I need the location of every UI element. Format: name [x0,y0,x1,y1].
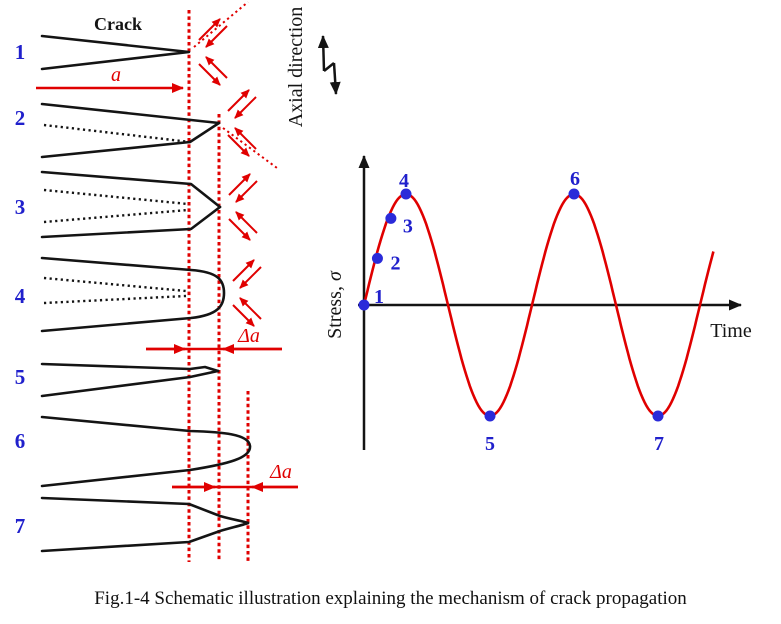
prior-face-dotted-3b [43,208,189,224]
prior-face-dotted-4b [43,294,187,305]
chart-point-dot-5 [484,410,496,422]
chart-point-label-2: 2 [390,252,400,274]
crack-stage-7 [40,496,250,553]
sigma-symbol: σ [324,270,346,281]
tip-2-shear-arrow-in-lower [234,127,257,150]
crack-increment-label-2: Δa [269,461,292,483]
chart-point-dot-3 [385,212,397,224]
x-axis-label: Time [710,320,752,342]
crack-stages-diagram: 1 2 3 4 5 6 7 Crack a [15,1,341,562]
prior-face-dotted-4a [43,276,187,293]
crack-increment-dimension-1: Δa [146,325,282,354]
crack-outline-6 [40,415,252,488]
crack-face-top-2 [40,102,221,125]
tip-4-shear-arrow-out-lower [232,304,255,327]
tip-2-slip-plane-dotted [222,127,278,169]
y-axis-label: Stress, σ [324,270,346,339]
crack-increment-dimension-2: Δa [172,461,298,492]
chart-point-dot-6 [568,188,580,200]
crack-faces-1 [40,34,191,71]
crack-length-label: a [111,64,121,86]
crack-face-bottom-3 [40,205,222,239]
crack-title: Crack [94,14,142,34]
crack-stage-6 [40,415,252,488]
chart-point-dot-2 [371,252,383,264]
tip-2-shear-arrow-out-upper [227,89,250,112]
stage-label-1: 1 [15,40,26,64]
chart-point-label-5: 5 [485,433,495,455]
tip-4-shear-arrow-out-upper [232,259,255,282]
chart-point-label-4: 4 [399,170,409,192]
tip-3-shear-arrow-out-lower [228,218,251,241]
crack-stage-2 [40,102,221,159]
tip-3-shear-arrow-in-upper [235,180,258,203]
chart-point-dot-1 [358,299,370,311]
axial-direction-label: Axial direction [285,7,307,128]
crack-face-top-3 [40,170,222,209]
stage-label-2: 2 [15,106,26,130]
crack-face-bottom-2 [40,121,221,159]
axial-direction-annotation: Axial direction [285,7,341,128]
prior-face-dotted-2 [43,123,191,144]
stage-label-5: 5 [15,365,26,389]
chart-point-label-6: 6 [570,168,580,190]
crack-face-top-5 [40,362,220,373]
prior-face-dotted-3a [43,188,189,206]
crack-face-bottom-7 [40,521,250,553]
crack-stage-5 [40,362,220,398]
tip-1-shear-arrow-in-upper [205,25,228,48]
chart-point-dot-4 [400,188,412,200]
tip-4-shear-arrow-in-upper [239,266,262,289]
tip-2-shear-arrow-in-upper [234,96,257,119]
figure-caption: Fig.1-4 Schematic illustration explainin… [94,588,687,609]
y-axis-label-text: Stress, [324,281,346,339]
chart-point-label-3: 3 [403,215,413,237]
stage-label-4: 4 [15,284,26,308]
tip-3-shear-arrow-in-lower [235,211,258,234]
stage-label-3: 3 [15,195,26,219]
crack-face-top-7 [40,496,250,525]
tip-3-shear-arrow-out-upper [228,173,251,196]
chart-point-label-1: 1 [374,286,384,308]
tip-2-shear-arrow-out-lower [227,134,250,157]
crack-stage-1 [40,34,191,71]
tip-1-shear-arrow-out-upper [198,18,221,41]
slip-shear-arrows [193,1,278,327]
chart-point-dot-7 [652,410,664,422]
chart-point-label-7: 7 [654,433,664,455]
crack-outline-4 [40,256,226,333]
tip-1-slip-plane-dotted [193,1,249,48]
stress-cycle-points: 123 4 5 6 7 [358,168,664,455]
crack-face-bottom-5 [40,369,220,398]
crack-increment-label-1: Δa [237,325,260,347]
tip-1-shear-arrow-in-lower [205,56,228,79]
tip-4-shear-arrow-in-lower [239,297,262,320]
axial-down-arrow [329,62,341,95]
axial-zigzag-connector [323,62,335,72]
crack-length-dimension: a [36,64,184,93]
stage-label-6: 6 [15,429,26,453]
crack-stage-3 [40,170,222,239]
crack-stage-4 [40,256,226,333]
axial-up-arrow [317,35,329,72]
stress-time-chart: Stress, σ Time 123 4 5 6 7 [324,155,752,455]
tip-1-shear-arrow-out-lower [198,63,221,86]
stage-label-7: 7 [15,514,26,538]
crack-propagation-figure: 1 2 3 4 5 6 7 Crack a [15,1,752,562]
